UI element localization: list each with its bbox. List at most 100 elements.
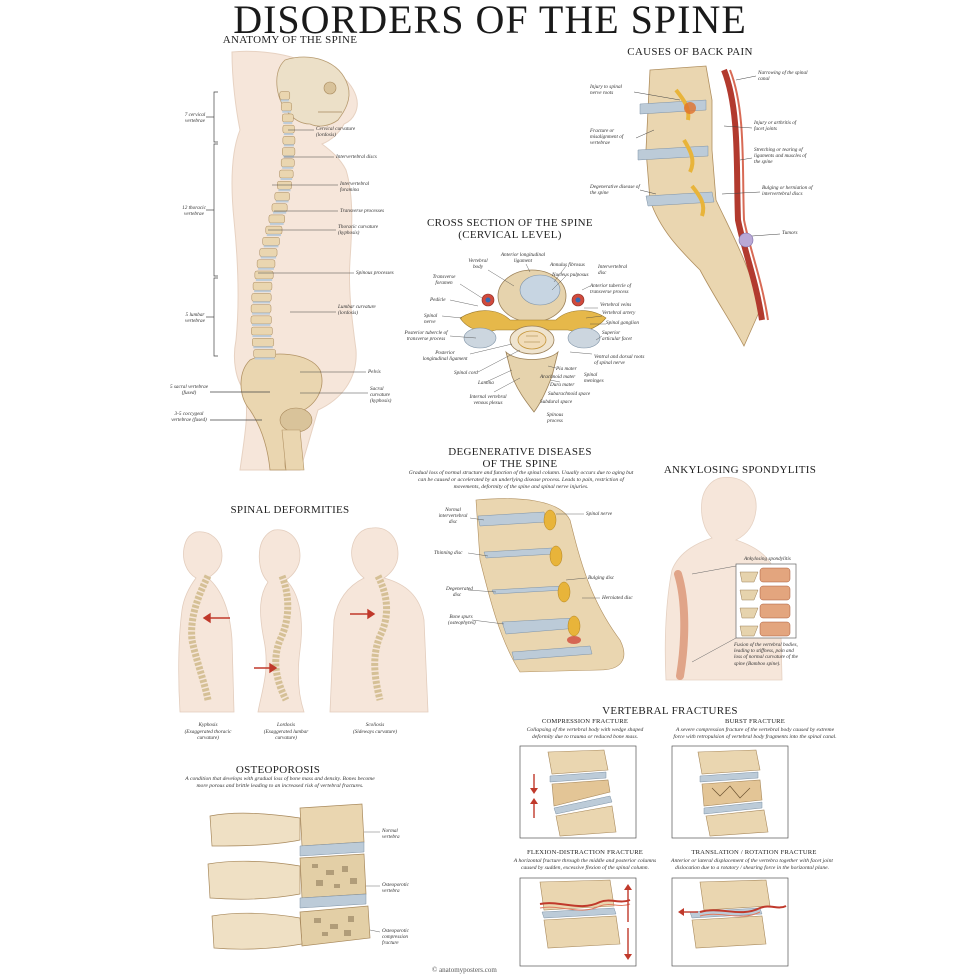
label-lumbar-vertebrae: 5 lumbar vertebrae [185, 312, 205, 325]
label-cervical-curvature: Cervical curvature (lordosis) [316, 126, 356, 139]
osteoporosis-description: A condition that develops with gradual l… [185, 776, 375, 789]
cs-label-vertebral-body: Vertebral body [468, 258, 488, 271]
cs-label-intervertebral-disc: Intervertebral disc [598, 264, 628, 277]
back-pain-heading: CAUSES OF BACK PAIN [627, 46, 753, 58]
cs-label-posterior-longitudinal-ligament: Posterior longitudinal ligament [422, 350, 468, 363]
intervertebral-disc [282, 110, 291, 113]
dd-label-thinning-disc: Thinning disc [434, 550, 463, 556]
dd-label-bone-spurs: Bone spurs (osteophytes) [448, 614, 476, 627]
label-thoracic-curvature: Thoracic curvature (kyphosis) [338, 224, 379, 237]
degenerative-heading: DEGENERATIVE DISEASES [448, 446, 592, 458]
label-ligaments-muscles: Stretching or tearing of ligaments and m… [754, 147, 807, 166]
fracture-compression-description: Collapsing of the vertebral body with we… [526, 727, 644, 740]
cs-label-anterior-longitudinal-ligament: Anterior longitudinal ligament [500, 252, 546, 265]
cs-label-spinal-cord: Spinal cord [454, 370, 478, 376]
intervertebral-disc [252, 312, 271, 315]
cs-label-pia-mater: Pia mater [556, 366, 577, 372]
deformity-lordosis-note: (Exaggerated lumbar curvature) [263, 729, 309, 742]
cross-section-heading: CROSS SECTION OF THE SPINE [427, 217, 593, 229]
intervertebral-disc [252, 335, 272, 338]
dd-label-degenerated-disc: Degenerated disc [446, 586, 473, 599]
intervertebral-disc [255, 278, 273, 281]
degenerative-description: Gradual loss of normal structure and fun… [408, 470, 634, 490]
cs-label-venous-plexus: Internal vertebral venous plexus [469, 394, 507, 407]
label-cervical-vertebrae: 7 cervical vertebrae [184, 112, 206, 125]
intervertebral-disc [272, 211, 287, 214]
anatomy-heading: ANATOMY OF THE SPINE [222, 34, 358, 46]
label-transverse-processes: Transverse processes [340, 208, 385, 214]
label-pelvis: Pelvis [368, 369, 381, 375]
deformity-scoliosis-name: Scoliosis [365, 722, 385, 728]
fracture-flexion-title: FLEXION-DISTRACTION FRACTURE [526, 849, 644, 856]
cs-label-anterior-tubercle: Anterior tubercle of transverse process [590, 283, 632, 296]
label-facet-joints: Injury or arthritis of facet joints [754, 120, 797, 133]
intervertebral-disc [263, 245, 279, 248]
intervertebral-disc [278, 189, 291, 192]
fractures-heading: VERTEBRAL FRACTURES [602, 705, 738, 717]
cs-label-annulus-fibrosus: Annulus fibrosus [550, 262, 585, 268]
cs-label-spinous-process: Spinous process [546, 412, 564, 425]
label-lumbar-curvature: Lumbar curvature (lordosis) [338, 304, 376, 317]
intervertebral-disc [260, 256, 277, 259]
cs-label-vertebral-artery: Vertebral artery [602, 310, 636, 316]
as-label-inset: Ankylosing spondylitis [744, 556, 791, 562]
intervertebral-disc [254, 357, 275, 360]
deformities-heading: SPINAL DEFORMITIES [230, 504, 350, 516]
label-spinous-processes: Spinous processes [356, 270, 394, 276]
label-thoracic-vertebrae: 12 thoracic vertebrae [182, 205, 206, 218]
cs-label-arachnoid-mater: Arachnoid mater [540, 374, 576, 380]
intervertebral-disc [280, 99, 289, 102]
fracture-flexion-description: A horizontal fracture through the middle… [513, 858, 657, 871]
label-intervertebral-foramina: Intervertebral foramina [340, 181, 370, 194]
cs-label-superior-articular-facet: Superior articular facet [602, 330, 632, 343]
intervertebral-disc [283, 155, 294, 158]
cs-label-posterior-tubercle: Posterior tubercle of transverse process [404, 330, 448, 343]
cs-label-vertebral-veins: Vertebral veins [600, 302, 632, 308]
fracture-burst-title: BURST FRACTURE [724, 718, 786, 725]
label-disc-herniation: Bulging or herniation of intervertebral … [762, 185, 813, 198]
dd-label-bulging-disc: Bulging disc [588, 575, 615, 581]
intervertebral-disc [251, 323, 271, 326]
deformity-scoliosis-note: (Sideways curvature) [352, 729, 398, 735]
label-degenerative-disease: Degenerative disease of the spine [590, 184, 640, 197]
label-canal-narrowing: Narrowing of the spinal canal [758, 70, 808, 83]
cross-section-subheading: (CERVICAL LEVEL) [458, 229, 562, 241]
cs-label-nucleus-pulposus: Nucleus pulposus [552, 272, 589, 278]
intervertebral-disc [275, 200, 289, 203]
label-tumors: Tumors [782, 230, 798, 236]
cs-label-ventral-dorsal-roots: Ventral and dorsal roots of spinal nerve [594, 354, 645, 367]
vertebra [259, 248, 278, 257]
cs-label-dura-mater: Dura mater [550, 382, 575, 388]
fracture-burst-description: A severe compression fracture of the ver… [673, 727, 837, 740]
label-sacral-vertebrae: 5 sacral vertebrae (fused) [169, 384, 209, 397]
cs-label-spinal-meninges: Spinal meninges [584, 372, 604, 385]
intervertebral-disc [269, 222, 284, 225]
intervertebral-disc [283, 121, 293, 124]
osteo-label-normal: Normal vertebra [382, 828, 400, 841]
intervertebral-disc [258, 267, 274, 270]
label-intervertebral-discs: Intervertebral discs [336, 154, 377, 160]
label-coccygeal-vertebrae: 3-5 coccygeal vertebrae (fused) [171, 411, 207, 424]
dd-label-herniated-disc: Herniated disc [602, 595, 633, 601]
label-nerve-root-injury: Injury to spinal nerve roots [590, 84, 622, 97]
intervertebral-disc [253, 346, 273, 349]
intervertebral-disc [266, 234, 282, 237]
degenerative-subheading: OF THE SPINE [482, 458, 558, 470]
fracture-translation-description: Anterior or lateral displacement of the … [671, 858, 833, 871]
intervertebral-disc [283, 133, 294, 136]
intervertebral-disc [252, 301, 271, 304]
dd-label-spinal-nerve: Spinal nerve [586, 511, 613, 517]
ankylosing-description: Fusion of the vertebral bodies, leading … [734, 642, 798, 667]
fracture-translation-title: TRANSLATION / ROTATION FRACTURE [691, 849, 817, 856]
osteo-label-osteoporotic: Osteoporotic vertebra [382, 882, 409, 895]
cs-label-spinal-ganglion: Spinal ganglion [606, 320, 639, 326]
intervertebral-disc [283, 144, 294, 147]
deformity-kyphosis-note: (Exaggerated thoracic curvature) [184, 729, 232, 742]
footer-copyright: © anatomyposters.com [432, 966, 497, 974]
deformity-kyphosis-name: Kyphosis [198, 722, 218, 728]
